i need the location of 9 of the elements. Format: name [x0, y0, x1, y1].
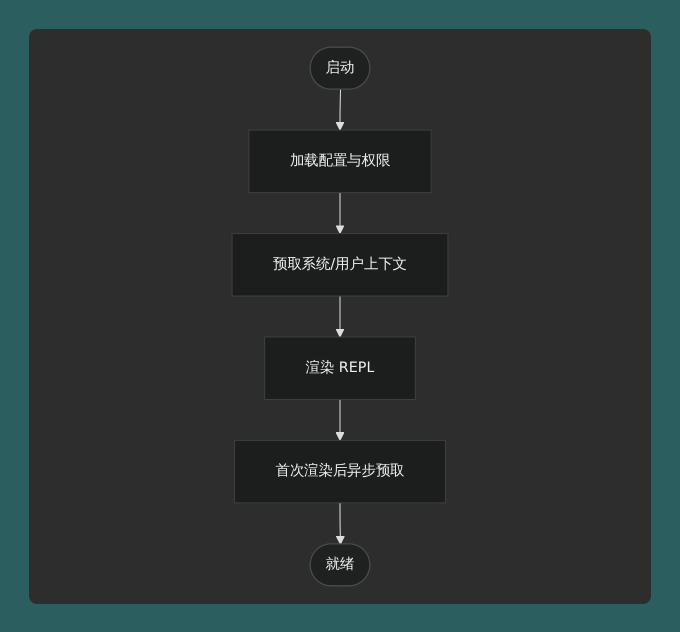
arrow	[336, 502, 345, 545]
arrow	[336, 399, 344, 441]
arrow	[336, 90, 344, 131]
arrow	[336, 296, 344, 338]
node-box: 加载配置与权限	[248, 130, 432, 194]
node-box: 渲染 REPL	[264, 336, 416, 400]
node-box: 首次渲染后异步预取	[234, 440, 446, 504]
arrow	[336, 192, 344, 234]
node-box: 预取系统/用户上下文	[232, 233, 448, 297]
